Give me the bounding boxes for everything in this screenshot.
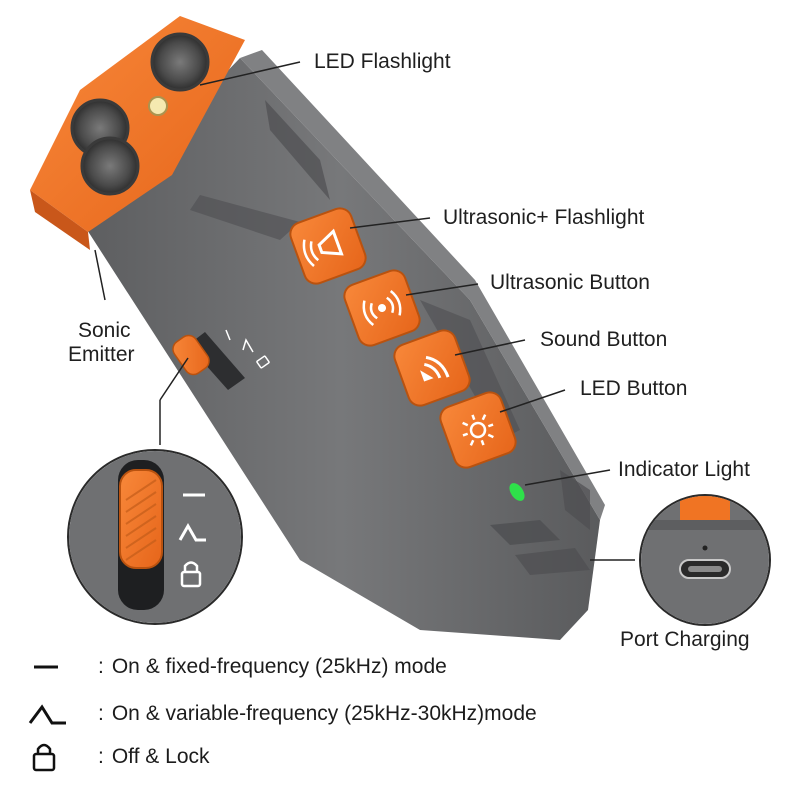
- ultrasonic-button-label: Ultrasonic Button: [490, 271, 650, 294]
- led-button-label: LED Button: [580, 377, 688, 400]
- legend-colon: :: [98, 702, 104, 725]
- port-charging-label: Port Charging: [620, 628, 750, 651]
- port-inset: [639, 494, 771, 626]
- dash-icon: [22, 652, 70, 682]
- sonic-emitter-hole-bottom: [80, 136, 140, 196]
- sound-button-label: Sound Button: [540, 328, 668, 351]
- led-lens: [148, 96, 168, 116]
- legend-text: Off & Lock: [111, 745, 210, 768]
- legend-row-fixed: : On & fixed-frequency (25kHz) mode: [22, 650, 447, 684]
- legend-text: On & variable-frequency (25kHz-30kHz)mod…: [111, 702, 537, 725]
- led-button: [439, 391, 517, 469]
- mode-switch: [172, 329, 270, 390]
- indicator-light-label: Indicator Light: [618, 458, 750, 481]
- leader-lines: [94, 61, 635, 561]
- wave-icon: [22, 699, 70, 729]
- legend-row-variable: : On & variable-frequency (25kHz-30kHz)m…: [22, 697, 537, 731]
- ultrasonic-flashlight-label: Ultrasonic+ Flashlight: [443, 206, 645, 229]
- legend-colon: :: [98, 655, 104, 678]
- sonic-emitter-label-line1: Sonic: [78, 319, 131, 342]
- orange-head: [30, 16, 245, 250]
- indicator-light: [509, 483, 525, 501]
- sound-button: [393, 329, 471, 407]
- switch-inset: [67, 449, 243, 625]
- ultrasonic-flashlight-button: [289, 207, 367, 285]
- legend-text: On & fixed-frequency (25kHz) mode: [111, 655, 447, 678]
- sonic-emitter-label-line2: Emitter: [68, 343, 135, 366]
- lock-icon: [22, 742, 70, 772]
- legend-colon: :: [98, 745, 104, 768]
- sonic-emitter-hole-top: [150, 32, 210, 92]
- ultrasonic-button: [343, 269, 421, 347]
- legend-row-lock: : Off & Lock: [22, 740, 210, 774]
- led-flashlight-label: LED Flashlight: [314, 50, 451, 73]
